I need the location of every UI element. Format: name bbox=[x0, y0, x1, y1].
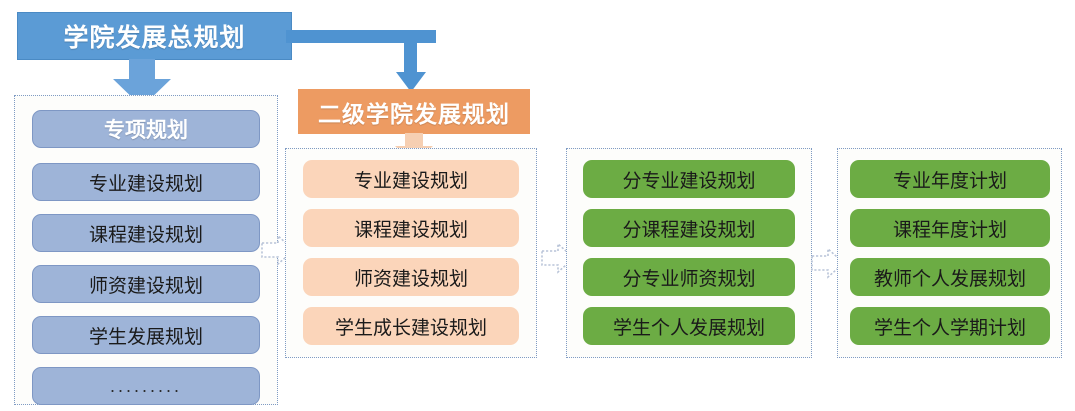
column1-item-2[interactable]: 课程建设规划 bbox=[32, 214, 260, 252]
column1-item-3[interactable]: 师资建设规划 bbox=[32, 265, 260, 303]
column3-item-2[interactable]: 分课程建设规划 bbox=[583, 209, 795, 247]
elbow-connector-arrowhead-icon bbox=[396, 72, 426, 92]
elbow-connector-horizontal bbox=[286, 30, 436, 43]
column2-item-2[interactable]: 课程建设规划 bbox=[303, 209, 519, 247]
column1-item-1[interactable]: 专业建设规划 bbox=[32, 163, 260, 201]
column4-item-1[interactable]: 专业年度计划 bbox=[850, 160, 1050, 198]
column4-item-3[interactable]: 教师个人发展规划 bbox=[850, 258, 1050, 296]
column4-item-2[interactable]: 课程年度计划 bbox=[850, 209, 1050, 247]
peach-down-arrow-stem bbox=[405, 133, 423, 147]
column1-item-ellipsis[interactable]: ......... bbox=[32, 367, 260, 405]
column2-item-3[interactable]: 师资建设规划 bbox=[303, 258, 519, 296]
column3-item-4[interactable]: 学生个人发展规划 bbox=[583, 307, 795, 345]
down-arrow-stem bbox=[129, 59, 155, 81]
column1-item-4[interactable]: 学生发展规划 bbox=[32, 316, 260, 354]
elbow-connector-vertical bbox=[404, 30, 417, 75]
column1-header-box[interactable]: 专项规划 bbox=[32, 110, 260, 148]
column2-item-1[interactable]: 专业建设规划 bbox=[303, 160, 519, 198]
secondary-college-header-box[interactable]: 二级学院发展规划 bbox=[298, 89, 530, 134]
master-plan-box[interactable]: 学院发展总规划 bbox=[17, 12, 292, 60]
column3-item-1[interactable]: 分专业建设规划 bbox=[583, 160, 795, 198]
column2-item-4[interactable]: 学生成长建设规划 bbox=[303, 307, 519, 345]
column4-item-4[interactable]: 学生个人学期计划 bbox=[850, 307, 1050, 345]
connector-arrow-3-to-4-icon bbox=[808, 243, 848, 283]
column3-item-3[interactable]: 分专业师资规划 bbox=[583, 258, 795, 296]
